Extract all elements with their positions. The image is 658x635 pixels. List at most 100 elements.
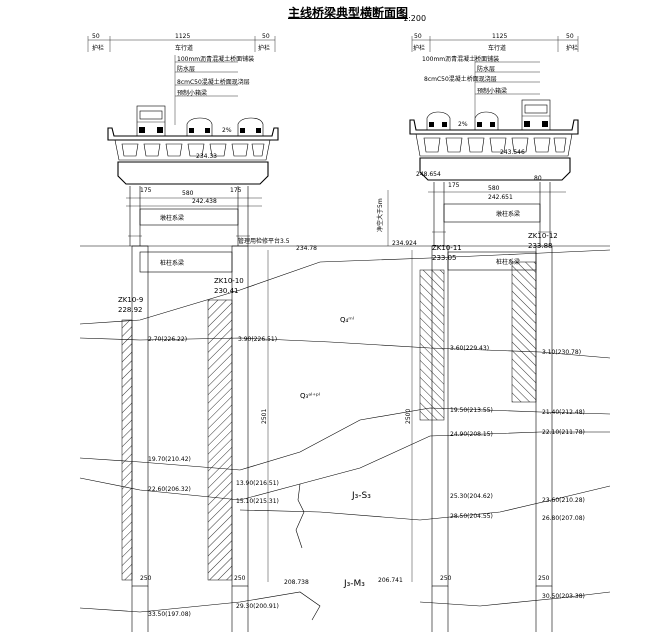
top-dimension-right: 50 1125 50 护栏 车行道 护栏	[411, 33, 579, 52]
bottom-left-elev: 208.738	[284, 579, 309, 586]
layer-marks-left: 2.70(226.22) 3.90(226.51) 19.70(210.42) …	[148, 336, 279, 618]
layer-mark: 19.50(213.55)	[450, 407, 493, 414]
layer-mark: 30.50(203.38)	[542, 593, 585, 600]
right-beam-label: 墩柱系梁	[496, 210, 520, 218]
pave-right-3: 8cmC50混凝土桥面现浇层	[424, 75, 497, 83]
clearance-label: 净空大于5m	[376, 198, 384, 232]
stratum-q4: Q₄ᵐˡ	[340, 316, 354, 324]
right-cap-elev1: 248.654	[416, 171, 441, 178]
bore-zk1-el: 228.92	[118, 306, 143, 314]
right-deck-elev: 243.546	[500, 149, 525, 156]
dim-left-lane: 车行道	[175, 44, 193, 52]
layer-mark: 2.70(226.22)	[148, 336, 187, 343]
pile-tip-tag: 250	[538, 575, 550, 582]
left-beam-label: 墩柱系梁	[160, 214, 184, 222]
left-ground-elev: 234.78	[296, 245, 317, 252]
dim-right-side-l: 护栏	[413, 44, 425, 52]
pile-tip-tag: 250	[234, 575, 246, 582]
dim-left-edge-r: 50	[262, 33, 270, 40]
layer-mark: 24.90(208.15)	[450, 431, 493, 438]
layer-mark: 13.90(216.51)	[236, 480, 279, 487]
dim-right-lane: 车行道	[488, 44, 506, 52]
right-cap-dim: 580	[488, 185, 500, 192]
dim-left-side-r: 护栏	[258, 44, 270, 52]
box-girder-cells-right	[423, 137, 567, 153]
layer-mark: 25.30(204.62)	[450, 493, 493, 500]
pave-left-2: 防水层	[177, 65, 195, 73]
right-cap-elev2: 242.651	[488, 194, 513, 201]
pipe-note: 管理用检修平台3.5	[238, 237, 290, 245]
left-cap-elev: 242.438	[192, 198, 217, 205]
bore-zk4: ZK10-12	[528, 232, 558, 240]
dim-left-edge-l: 50	[92, 33, 100, 40]
left-deck-elev: 234.33	[196, 153, 217, 160]
left-pile-2	[207, 245, 249, 587]
layer-mark: 3.60(229.43)	[450, 345, 489, 352]
right-tie-beam	[447, 251, 537, 271]
bore-zk3: ZK10-11	[432, 244, 462, 252]
pile-tip-tag: 250	[140, 575, 152, 582]
right-pier-height: 2500	[405, 409, 412, 424]
right-pier-dim-a: 175	[448, 182, 460, 189]
right-pile-2	[511, 245, 553, 587]
right-tie-label: 桩柱系梁	[496, 258, 520, 266]
car-icon	[186, 117, 213, 137]
layer-mark: 21.40(212.48)	[542, 409, 585, 416]
layer-mark: 22.60(206.32)	[148, 486, 191, 493]
dim-left-side-l: 护栏	[92, 44, 104, 52]
pave-left-3: 8cmC50混凝土桥面现浇层	[177, 78, 250, 86]
car-icon	[426, 111, 451, 131]
dim-right-width: 1125	[492, 33, 507, 40]
box-girder-cells-left	[121, 143, 265, 157]
right-ground-elev: 234.924	[392, 240, 417, 247]
top-dimension-left: 50 1125 50 护栏 车行道 护栏	[87, 33, 276, 52]
pavement-notes-right: 100mm沥青混凝土桥面铺装 防水层 8cmC50混凝土桥面现浇层 预制小箱梁	[422, 55, 540, 118]
layer-mark: 19.70(210.42)	[148, 456, 191, 463]
layer-mark: 29.30(200.91)	[236, 603, 279, 610]
pave-right-2: 防水层	[477, 65, 495, 73]
pavement-notes-left: 100mm沥青混凝土桥面铺装 防水层 8cmC50混凝土桥面现浇层 预制小箱梁	[174, 55, 254, 125]
drawing-title: 主线桥梁典型横断面图	[288, 6, 409, 20]
ground-line: 管理用检修平台3.5 234.78 234.924	[80, 237, 610, 252]
bore-zk4-el: 233.88	[528, 242, 553, 250]
left-tie-beam	[139, 251, 233, 273]
stratum-j1: J₃-S₃	[351, 491, 371, 501]
layer-marks-right: 3.60(229.43) 3.10(230.78) 19.50(213.55) …	[450, 345, 585, 600]
dim-right-side-r: 护栏	[566, 44, 578, 52]
dim-left-width: 1125	[175, 33, 190, 40]
left-pier-dim-b: 175	[230, 187, 242, 194]
dim-right-edge-r: 50	[566, 33, 574, 40]
right-piers: 墩柱系梁 净空大于5m	[376, 182, 552, 246]
right-superstructure: 2% 243.546 248.654 175 580 80 242.651	[409, 99, 579, 201]
bore-zk1: ZK10-9	[118, 296, 143, 304]
bore-zk2: ZK10-10	[214, 277, 244, 285]
pile-tip-tag: 250	[440, 575, 452, 582]
layer-mark: 3.90(226.51)	[238, 336, 277, 343]
deck-slope-left: 2%	[222, 127, 232, 134]
drawing-scale: 1:200	[403, 14, 427, 23]
pave-right-1: 100mm沥青混凝土桥面铺装	[422, 55, 499, 63]
right-pile-1	[419, 245, 449, 587]
left-pile-1	[121, 245, 149, 587]
stratum-j2: J₃-M₃	[343, 579, 365, 589]
left-tie-label: 桩柱系梁	[160, 259, 184, 267]
bottom-right-elev: 206.741	[378, 577, 403, 584]
left-pier-dim-a: 175	[140, 187, 152, 194]
bore-zk2-el: 230.41	[214, 287, 239, 295]
pave-left-4: 预制小箱梁	[177, 89, 207, 97]
car-icon	[237, 117, 264, 137]
strata-lines	[79, 249, 611, 621]
stratum-q3: Q₃ᵃˡ⁺ᵖˡ	[300, 392, 320, 400]
right-pier-dim-b: 80	[534, 175, 542, 182]
left-cap-dim: 580	[182, 190, 194, 197]
layer-mark: 3.10(230.78)	[542, 349, 581, 356]
bore-zk3-el: 233.05	[432, 254, 457, 262]
left-piers: 墩柱系梁	[128, 186, 250, 246]
layer-mark: 23.60(210.28)	[542, 497, 585, 504]
truck-icon	[136, 105, 166, 137]
layer-mark: 15.10(215.31)	[236, 498, 279, 505]
layer-mark: 22.10(211.78)	[542, 429, 585, 436]
layer-mark: 28.50(204.55)	[450, 513, 493, 520]
car-icon	[474, 111, 499, 131]
